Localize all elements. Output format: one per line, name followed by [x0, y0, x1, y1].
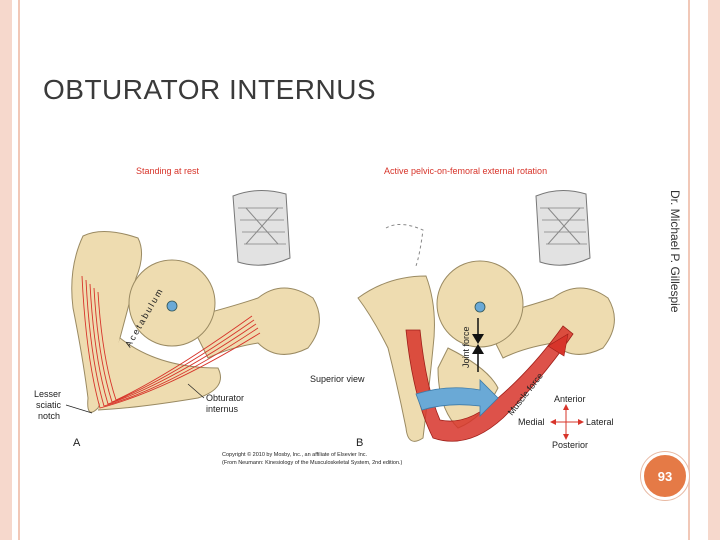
lesser-sciatic-notch-2: sciatic — [36, 400, 62, 410]
panel-b-letter: B — [356, 437, 363, 449]
panel-b-heading: Active pelvic-on-femoral external rotati… — [384, 166, 547, 176]
femur-b — [482, 287, 615, 359]
femur-a — [187, 287, 320, 359]
pelvis-bone-b — [357, 275, 435, 442]
direction-compass — [550, 404, 584, 440]
anatomy-illustration: Standing at rest Active pelvic-on-femora… — [34, 166, 615, 466]
copyright-line-1: Copyright © 2010 by Mosby, Inc., an affi… — [222, 451, 368, 458]
superior-view-label: Superior view — [310, 374, 365, 384]
left-border-line — [18, 0, 20, 540]
copyright-line-2: (From Neumann: Kinesiology of the Muscul… — [222, 460, 403, 466]
right-border-line — [688, 0, 690, 540]
page-number-badge: 93 — [641, 452, 689, 500]
compass-medial: Medial — [518, 417, 545, 427]
compass-anterior: Anterior — [554, 394, 586, 404]
rotation-arrow — [415, 379, 499, 417]
joint-force-label: Joint force — [461, 326, 471, 368]
slide-title: OBTURATOR INTERNUS — [43, 74, 377, 105]
lesser-sciatic-notch-3: notch — [38, 411, 60, 421]
panel-a-letter: A — [73, 437, 81, 449]
left-border-band — [0, 0, 12, 540]
anatomy-figure: Standing at rest Active pelvic-on-femora… — [28, 158, 658, 476]
obturator-muscle-b — [405, 325, 574, 442]
compass-posterior: Posterior — [552, 440, 588, 450]
obturator-internus-1: Obturator — [206, 393, 244, 403]
shoe-b — [535, 190, 591, 266]
shoe-a — [232, 190, 291, 266]
panel-a-heading: Standing at rest — [136, 166, 200, 176]
right-border-band — [708, 0, 720, 540]
lesser-sciatic-notch-1: Lesser — [34, 389, 61, 399]
obturator-internus-2: internus — [206, 404, 239, 414]
compass-lateral: Lateral — [586, 417, 614, 427]
author-credit: Dr. Michael P. Gillespie — [668, 190, 682, 313]
obturator-muscle-a — [81, 275, 261, 409]
